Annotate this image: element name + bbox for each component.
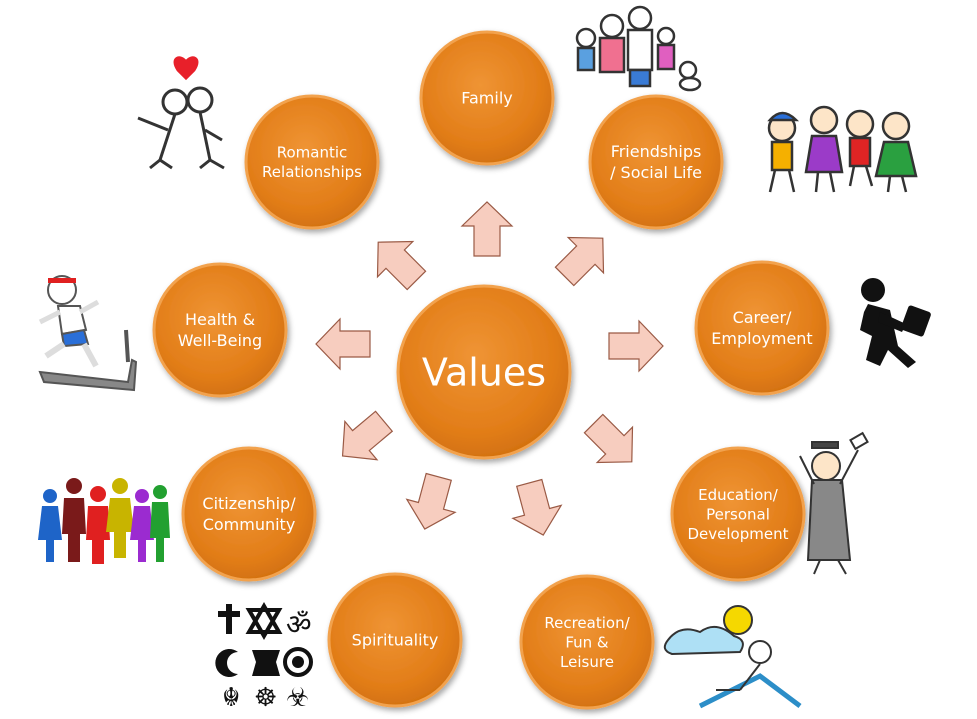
education-circle [670,446,806,582]
arrow-education [583,413,634,464]
romantic-label-line-0: Romantic [277,144,348,162]
health-circle [152,262,288,398]
citizenship-label-line-1: Community [203,515,296,534]
arrow-friendships [554,236,605,287]
svg-text:☸: ☸ [254,683,277,713]
citizenship-label-line-0: Citizenship/ [202,494,296,513]
family-drawing-icon [575,5,702,92]
arrow-career [608,319,664,373]
religious-symbols-icon: ॐ ☬ ☸ ☣ [215,601,313,713]
romantic-circle [244,94,380,230]
people-silhouettes-icon [38,478,170,564]
values-center-label-line-0: Values [422,350,546,394]
health-label-line-0: Health & [185,310,255,329]
arrows-group [315,201,664,536]
spirituality-circle [327,572,463,708]
education-label-line-2: Development [688,525,789,543]
arrow-recreation [511,478,563,536]
recreation-label-line-1: Fun & [565,633,609,651]
family-circle [419,30,555,166]
arrow-health [315,317,371,371]
recreation-circle [519,574,655,710]
values-center-circle [396,284,572,460]
romantic-label-line-1: Relationships [262,163,362,181]
recreation-label-line-0: Recreation/ [544,614,630,632]
couple-kissing-icon [137,56,225,170]
businessman-walking-icon [860,278,931,368]
arrow-citizenship [341,410,394,461]
career-label-line-1: Employment [711,329,812,348]
spirituality-label-line-0: Spirituality [352,631,439,650]
health-label-line-1: Well-Being [178,331,262,350]
friendships-label-line-1: / Social Life [610,163,702,182]
svg-text:☬: ☬ [222,683,240,713]
recreation-label-line-2: Leisure [560,653,614,671]
friendships-label-line-0: Friendships [611,142,702,161]
treadmill-runner-icon [38,275,138,392]
family-label-line-0: Family [461,89,512,108]
svg-text:☣: ☣ [286,683,309,713]
arrow-family [460,201,514,257]
friendships-circle [588,94,724,230]
svg-text:ॐ: ॐ [286,608,312,641]
decor-group: ॐ ☬ ☸ ☣ [38,5,931,713]
education-label-line-1: Personal [706,505,770,523]
arrow-romantic [376,240,427,291]
kids-waving-icon [767,105,918,193]
education-label-line-0: Education/ [698,486,779,504]
beach-relaxing-icon [663,605,802,709]
career-label-line-0: Career/ [733,308,792,327]
citizenship-circle [181,446,317,582]
graduate-cheering-icon [799,431,869,575]
arrow-spirituality [405,472,457,530]
career-circle [694,260,830,396]
